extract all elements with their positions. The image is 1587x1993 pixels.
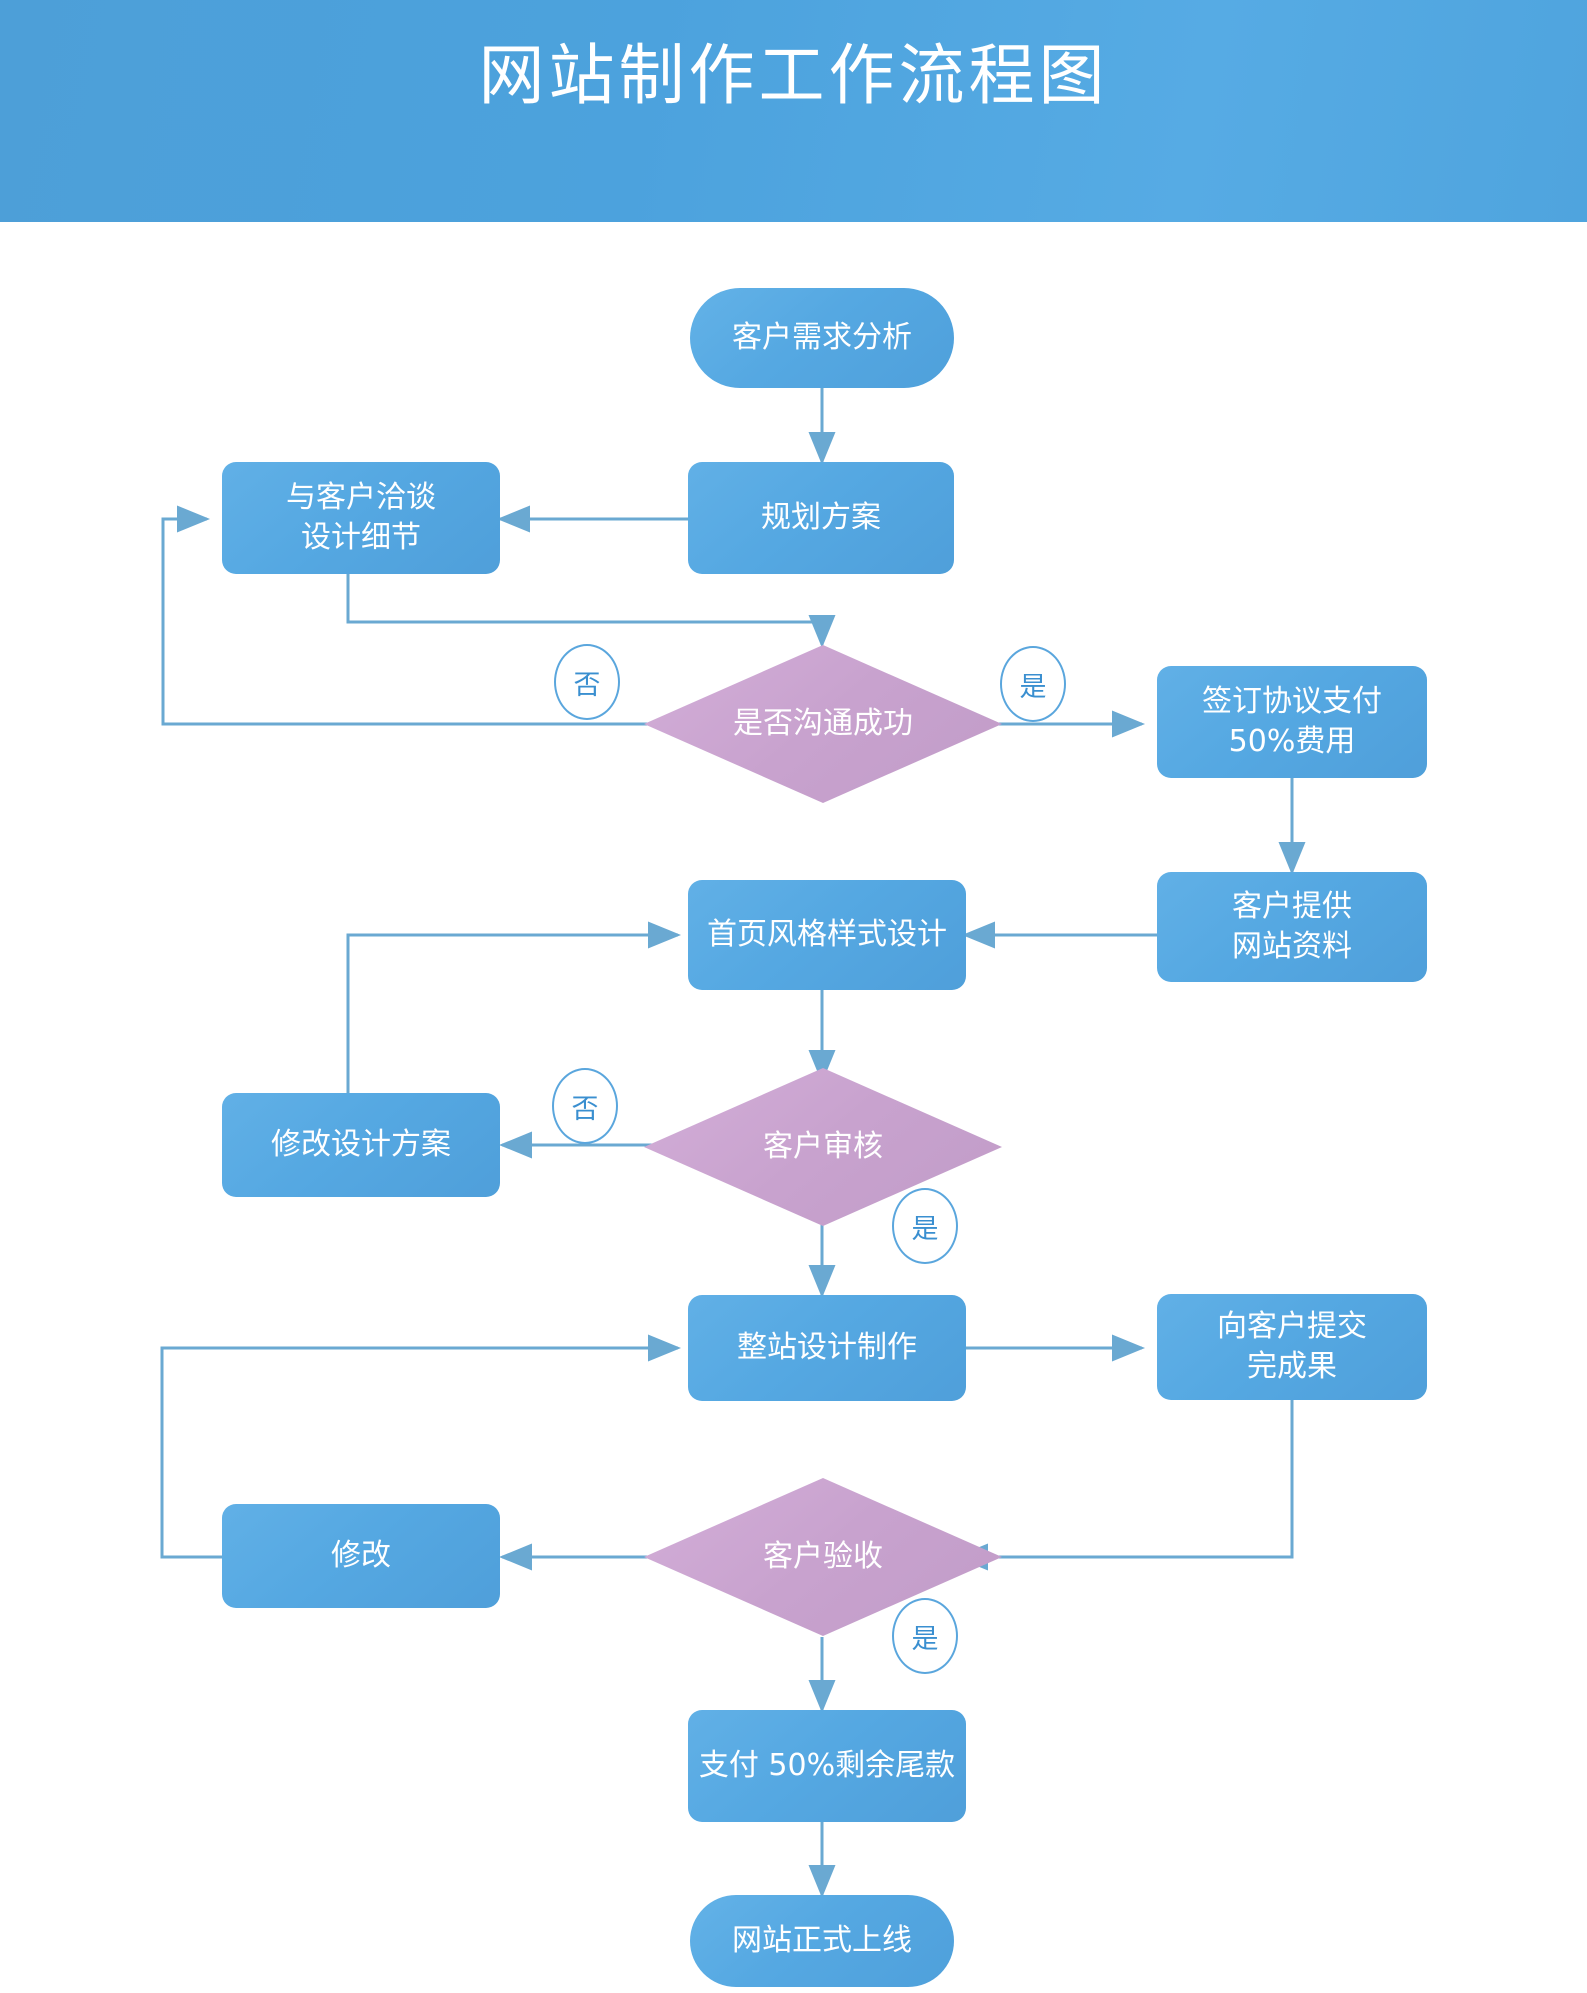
node-final-payment[interactable]: 支付 50%剩余尾款 <box>688 1710 966 1822</box>
edge-label-review-no: 否 <box>552 1068 618 1144</box>
edge-negotiate-decision <box>346 574 836 648</box>
edge-decision-no-negotiate <box>161 505 700 726</box>
edge-submit-accept <box>955 1400 1294 1571</box>
edge-label-communication-yes: 是 <box>1000 646 1066 722</box>
node-go-live[interactable]: 网站正式上线 <box>690 1895 954 1987</box>
edge-revise-fullbuild <box>160 1334 681 1559</box>
node-negotiate[interactable]: 与客户洽谈 设计细节 <box>222 462 500 574</box>
edge-revise-homedesign <box>346 921 681 1093</box>
node-home-design[interactable]: 首页风格样式设计 <box>688 880 966 990</box>
node-revise[interactable]: 修改 <box>222 1504 500 1608</box>
node-submit-result[interactable]: 向客户提交 完成果 <box>1157 1294 1427 1400</box>
node-full-build[interactable]: 整站设计制作 <box>688 1295 966 1401</box>
node-decision-communication[interactable]: 是否沟通成功 <box>644 645 1002 803</box>
node-client-materials[interactable]: 客户提供 网站资料 <box>1157 872 1427 982</box>
node-plan[interactable]: 规划方案 <box>688 462 954 574</box>
title-banner: 网站制作工作流程图 <box>0 0 1587 222</box>
node-sign-pay[interactable]: 签订协议支付 50%费用 <box>1157 666 1427 778</box>
edge-label-review-yes: 是 <box>892 1188 958 1264</box>
edge-label-acceptance-yes: 是 <box>892 1598 958 1674</box>
node-start[interactable]: 客户需求分析 <box>690 288 954 388</box>
page-title: 网站制作工作流程图 <box>478 37 1109 114</box>
node-revise-design[interactable]: 修改设计方案 <box>222 1093 500 1197</box>
edge-label-communication-no: 否 <box>554 644 620 720</box>
